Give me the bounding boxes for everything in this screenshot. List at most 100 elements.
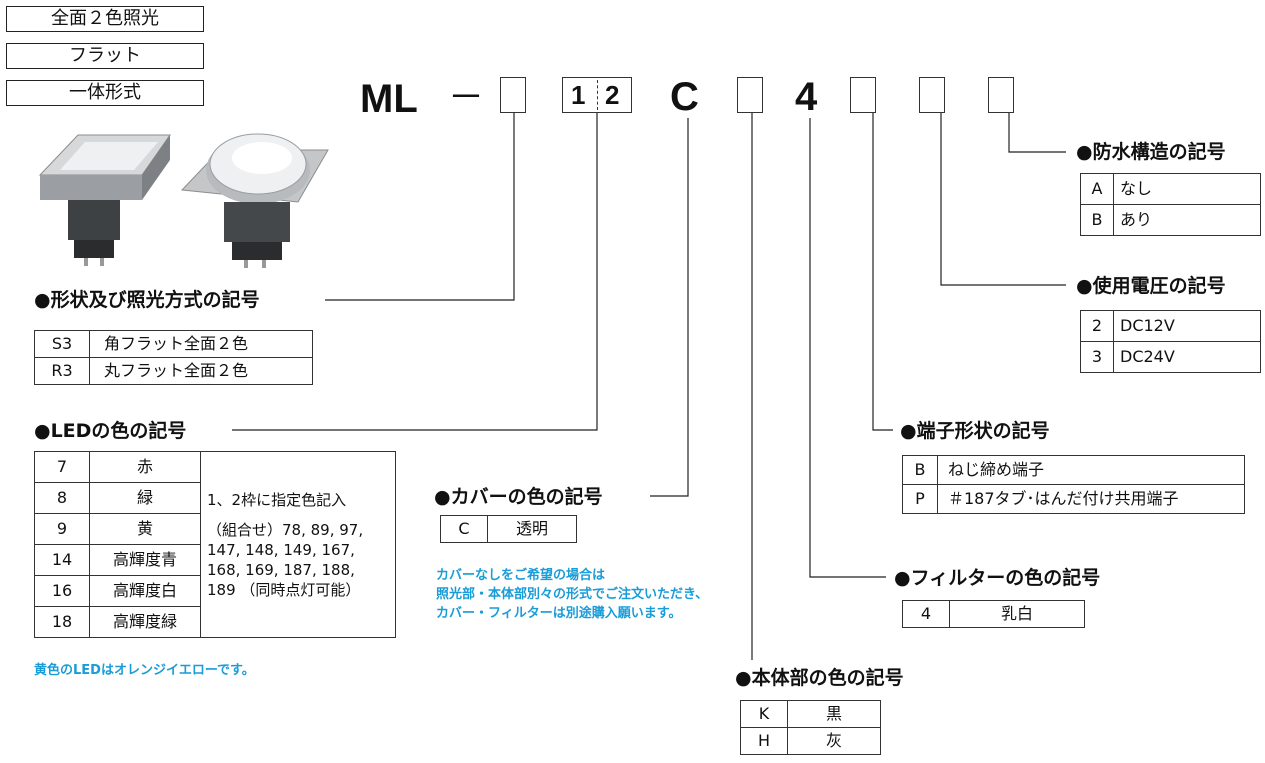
led-code-cell: 14: [34, 544, 90, 576]
led-digit-2: 2: [605, 80, 620, 110]
led-combo-note: 1、2枠に指定色記入 （組合せ）78, 89, 97, 147, 148, 14…: [200, 451, 396, 638]
led-code-cell: 8: [34, 482, 90, 514]
led-side-line: 168, 169, 187, 188,: [207, 560, 355, 579]
tag-flat: フラット: [6, 43, 204, 69]
body-code-cell: K: [740, 700, 788, 728]
led-desc-cell: 赤: [89, 451, 201, 483]
shape-code-cell: R3: [34, 357, 90, 385]
terminal-box: [850, 77, 876, 113]
tag-full-two-color: 全面２色照光: [6, 6, 204, 32]
shape-code-box: [500, 77, 526, 113]
model-cover-char: C: [670, 75, 699, 119]
square-switch-image: [38, 134, 171, 266]
voltage-box: [919, 77, 945, 113]
voltage-desc-cell: DC24V: [1113, 341, 1261, 373]
waterproof-code-cell: A: [1080, 173, 1114, 205]
terminal-desc-cell: ねじ締め端子: [937, 455, 1245, 485]
voltage-heading: ●使用電圧の記号: [1076, 275, 1226, 297]
led-code-box: 1 2: [562, 77, 632, 113]
led-digit-1: 1: [571, 80, 586, 110]
cover-note-3: カバー・フィルターは別途購入願います。: [436, 606, 682, 621]
led-desc-cell: 高輝度青: [89, 544, 201, 576]
terminal-code-cell: P: [902, 484, 938, 514]
body-color-box: [737, 77, 763, 113]
led-side-line: 147, 148, 149, 167,: [207, 540, 355, 559]
filter-leader-line: [809, 118, 886, 578]
led-heading: ●LEDの色の記号: [34, 420, 187, 442]
cover-code-cell: C: [440, 515, 488, 543]
shape-leader-line: [325, 113, 515, 301]
voltage-desc-cell: DC12V: [1113, 310, 1261, 342]
cover-desc-cell: 透明: [487, 515, 577, 543]
tag-integrated: 一体形式: [6, 80, 204, 106]
led-code-cell: 18: [34, 606, 90, 638]
waterproof-desc-cell: なし: [1113, 173, 1261, 205]
led-leader-line: [232, 113, 598, 431]
cover-leader-line: [650, 118, 689, 497]
voltage-code-cell: 2: [1080, 310, 1114, 342]
round-switch-image: [180, 133, 329, 268]
led-side-line: 1、2枠に指定色記入: [207, 490, 347, 509]
terminal-heading: ●端子形状の記号: [900, 420, 1050, 442]
body-code-cell: H: [740, 727, 788, 755]
led-code-cell: 9: [34, 513, 90, 545]
led-note: 黄色のLEDはオレンジイエローです。: [34, 663, 255, 678]
filter-code-cell: 4: [902, 600, 950, 628]
shape-desc-cell: 角フラット全面２色: [89, 330, 313, 358]
led-desc-cell: 黄: [89, 513, 201, 545]
table-row: P＃187タブ･はんだ付け共用端子: [902, 484, 1245, 514]
model-dash: －: [448, 76, 485, 117]
led-side-line: 189 （同時点灯可能）: [207, 580, 361, 599]
waterproof-leader-line: [1008, 113, 1066, 153]
terminal-leader-line: [872, 113, 893, 431]
terminal-desc-cell: ＃187タブ･はんだ付け共用端子: [937, 484, 1245, 514]
led-code-cell: 16: [34, 575, 90, 607]
filter-desc-cell: 乳白: [949, 600, 1085, 628]
led-box-divider: [597, 80, 598, 110]
led-side-line: （組合せ）78, 89, 97,: [207, 520, 364, 539]
waterproof-code-cell: B: [1080, 204, 1114, 236]
body-desc-cell: 灰: [787, 727, 881, 755]
shape-heading: ●形状及び照光方式の記号: [34, 289, 260, 311]
product-photos: [38, 133, 329, 268]
voltage-code-cell: 3: [1080, 341, 1114, 373]
body-desc-cell: 黒: [787, 700, 881, 728]
waterproof-heading: ●防水構造の記号: [1076, 141, 1226, 163]
terminal-code-cell: B: [902, 455, 938, 485]
shape-code-cell: S3: [34, 330, 90, 358]
filter-heading: ●フィルターの色の記号: [894, 567, 1101, 589]
led-desc-cell: 緑: [89, 482, 201, 514]
cover-note-1: カバーなしをご希望の場合は: [436, 568, 606, 583]
led-code-cell: 7: [34, 451, 90, 483]
cover-note-2: 照光部・本体部別々の形式でご注文いただき、: [436, 587, 709, 602]
waterproof-desc-cell: あり: [1113, 204, 1261, 236]
body-color-heading: ●本体部の色の記号: [735, 667, 904, 689]
model-filter-char: 4: [795, 75, 818, 119]
voltage-leader-line: [940, 113, 1066, 286]
